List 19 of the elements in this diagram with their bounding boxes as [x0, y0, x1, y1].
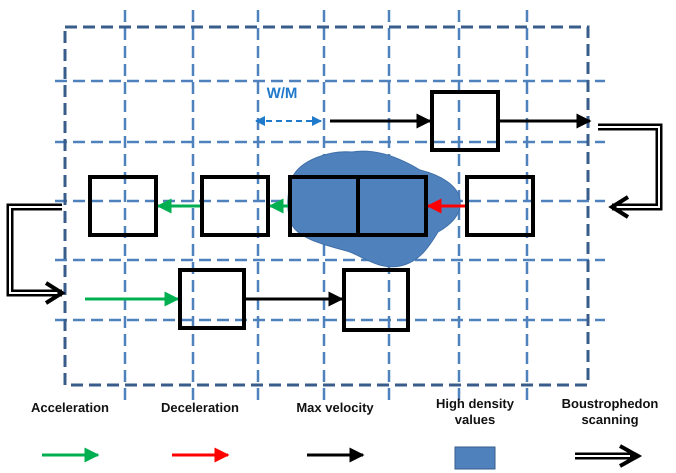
arrow: [85, 292, 180, 306]
legend-label: Boustrophedon scanning: [560, 396, 660, 428]
cell-box: [88, 175, 158, 237]
cell-box: [465, 175, 535, 237]
arrow: [246, 292, 344, 306]
arrow: [268, 198, 288, 214]
cell-box: [342, 268, 410, 332]
arrow: [426, 198, 465, 214]
legend-label: Max velocity: [295, 400, 375, 416]
arrow: [500, 114, 592, 128]
cell-box: [178, 268, 246, 330]
arrow: [156, 198, 200, 214]
legend-label: Deceleration: [160, 400, 240, 416]
dimension-label: W/M: [266, 86, 298, 102]
legend-label: High density values: [434, 396, 515, 428]
cell-box: [430, 90, 500, 152]
cell-box: [200, 175, 270, 237]
legend-label: Acceleration: [30, 400, 110, 416]
arrow: [330, 114, 432, 128]
